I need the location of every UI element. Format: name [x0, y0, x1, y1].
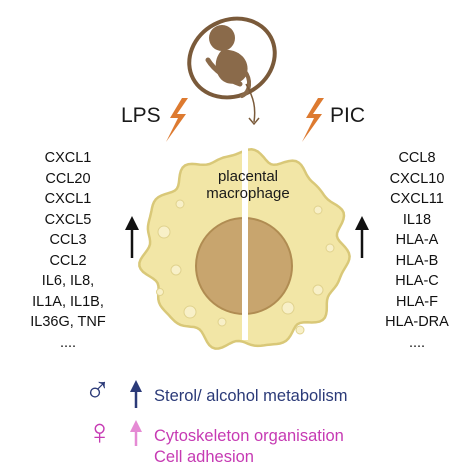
gene-item: CCL8	[398, 150, 436, 166]
up-arrow-icon	[125, 216, 139, 258]
gene-item: CXCL1	[44, 191, 92, 207]
cell-label-line2: macrophage	[206, 185, 290, 202]
male-legend-text: Sterol/ alcohol metabolism	[154, 387, 348, 405]
lightning-bolt-icon	[302, 98, 324, 142]
gene-item: ....	[59, 334, 77, 351]
gene-item: CXCL11	[390, 191, 444, 207]
gene-item: CCL3	[49, 232, 87, 248]
fetus-icon	[187, 16, 277, 126]
cell-label-line1: placental	[217, 168, 279, 185]
female-symbol-icon: ♀	[86, 411, 113, 452]
up-arrow-icon	[355, 216, 369, 258]
gene-item: CXCL1	[44, 150, 92, 166]
gene-item: HLA-C	[395, 273, 439, 289]
gene-item: HLA-F	[396, 293, 438, 310]
female-legend-line-2: Cell adhesion	[154, 448, 254, 466]
cell-type-label: placental macrophage	[178, 168, 318, 202]
gene-item: IL1A, IL1B,	[32, 293, 104, 310]
gene-item: ....	[408, 334, 426, 351]
up-arrow-icon	[130, 380, 142, 408]
pic-label: PIC	[330, 104, 366, 127]
gene-item: HLA-B	[395, 252, 439, 269]
gene-item: HLA-A	[395, 232, 439, 248]
macrophage-cell	[138, 118, 351, 350]
gene-item: IL36G, TNF	[30, 314, 106, 330]
gene-item: CCL2	[49, 252, 87, 269]
gene-item: CCL20	[45, 170, 91, 187]
gene-item: CXCL10	[389, 170, 445, 187]
up-arrow-icon	[130, 420, 142, 446]
gene-item: IL18	[402, 211, 432, 228]
lightning-bolt-icon	[166, 98, 188, 142]
male-symbol-icon: ♂	[84, 369, 111, 410]
cell-vacuoles	[156, 199, 335, 335]
gene-item: HLA-DRA	[385, 314, 449, 330]
gene-item: IL6, IL8,	[41, 273, 95, 289]
gene-item: CXCL5	[44, 211, 92, 228]
female-legend-line-1: Cytoskeleton organisation	[154, 427, 344, 445]
lps-label: LPS	[121, 104, 161, 127]
